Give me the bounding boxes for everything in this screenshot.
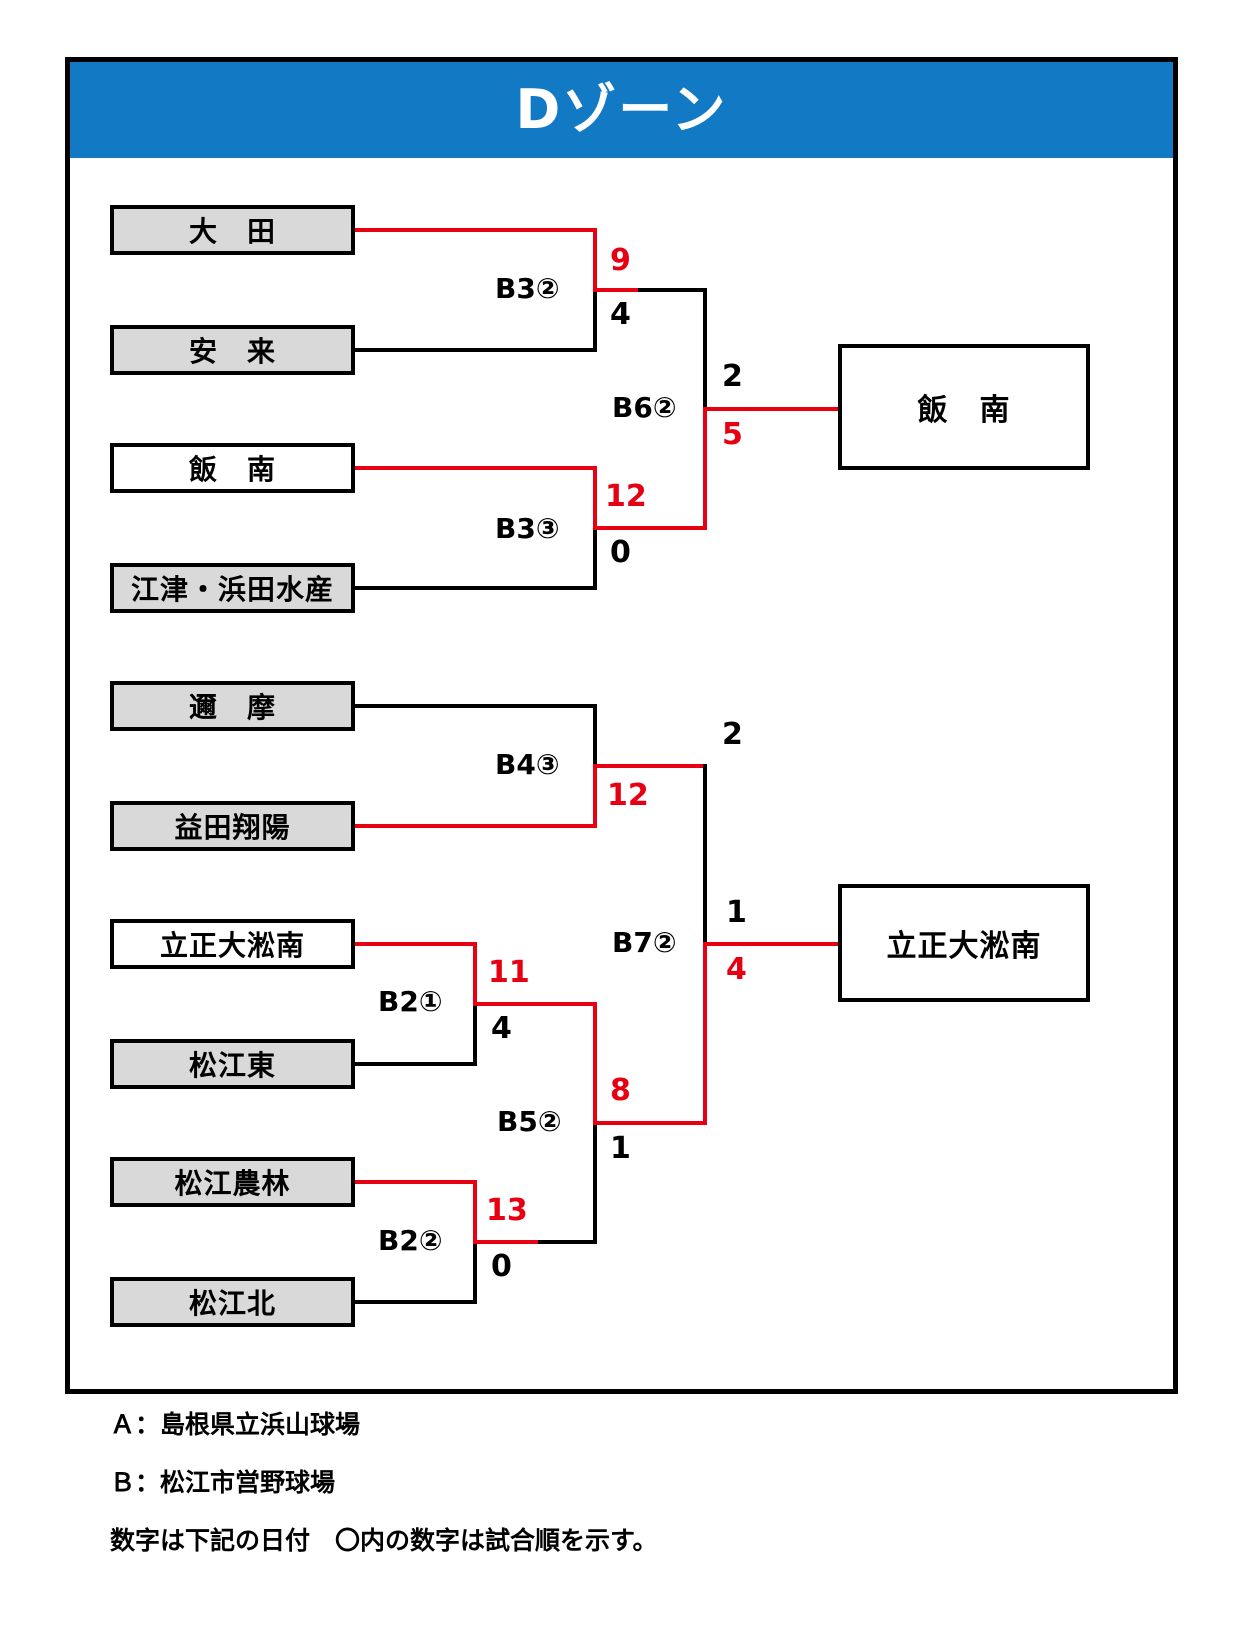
score-b4-3-lower: 12 (607, 778, 649, 813)
score-b6-2-lower: 5 (722, 417, 743, 452)
winner-box-lower[interactable]: 立正大淞南 (838, 884, 1090, 1002)
team-box-nima[interactable]: 邇 摩 (110, 681, 355, 731)
score-b3-3-upper: 12 (605, 479, 647, 514)
winner-box-upper[interactable]: 飯 南 (838, 344, 1090, 470)
team-box-matsue-norin[interactable]: 松江農林 (110, 1157, 355, 1207)
score-b5-2-upper: 8 (610, 1073, 631, 1108)
footer-venue-a: Ａ：島根県立浜山球場 (110, 1410, 361, 1439)
score-b2-1-lower: 4 (491, 1011, 512, 1046)
score-b3-2-upper: 9 (610, 243, 631, 278)
footer-venue-b: Ｂ：松江市営野球場 (110, 1468, 336, 1497)
team-box-matsue-kita[interactable]: 松江北 (110, 1277, 355, 1327)
score-b5-2-lower: 1 (610, 1131, 631, 1166)
score-b2-2-lower: 0 (491, 1249, 512, 1284)
match-label-b3-3: B3③ (495, 512, 560, 545)
score-b2-1-upper: 11 (488, 955, 530, 990)
score-b7-2-lower: 4 (726, 952, 747, 987)
score-b6-2-upper: 2 (722, 359, 743, 394)
footer-legend: 数字は下記の日付 〇内の数字は試合順を示す。 (110, 1526, 658, 1555)
score-b2-2-upper: 13 (486, 1193, 528, 1228)
match-label-b5-2: B5② (497, 1105, 562, 1138)
team-box-risshodai-shonan[interactable]: 立正大淞南 (110, 919, 355, 969)
match-label-b7-2: B7② (612, 926, 677, 959)
score-b3-2-lower: 4 (610, 297, 631, 332)
match-label-b2-2: B2② (378, 1224, 443, 1257)
score-b3-3-lower: 0 (610, 535, 631, 570)
team-box-yasugi[interactable]: 安 来 (110, 325, 355, 375)
team-box-masuda-shoyo[interactable]: 益田翔陽 (110, 801, 355, 851)
match-label-b4-3: B4③ (495, 748, 560, 781)
zone-header-banner: Dゾーン (70, 62, 1173, 158)
score-b4-3-upper: 2 (722, 717, 743, 752)
match-label-b6-2: B6② (612, 391, 677, 424)
match-label-b2-1: B2① (378, 985, 443, 1018)
zone-title: Dゾーン (515, 78, 728, 141)
team-box-matsue-higashi[interactable]: 松江東 (110, 1039, 355, 1089)
match-label-b3-2: B3② (495, 272, 560, 305)
team-box-gotsu-hamada-suisan[interactable]: 江津・浜田水産 (110, 563, 355, 613)
score-b7-2-upper: 1 (726, 895, 747, 930)
team-box-ota[interactable]: 大 田 (110, 205, 355, 255)
team-box-innan[interactable]: 飯 南 (110, 443, 355, 493)
